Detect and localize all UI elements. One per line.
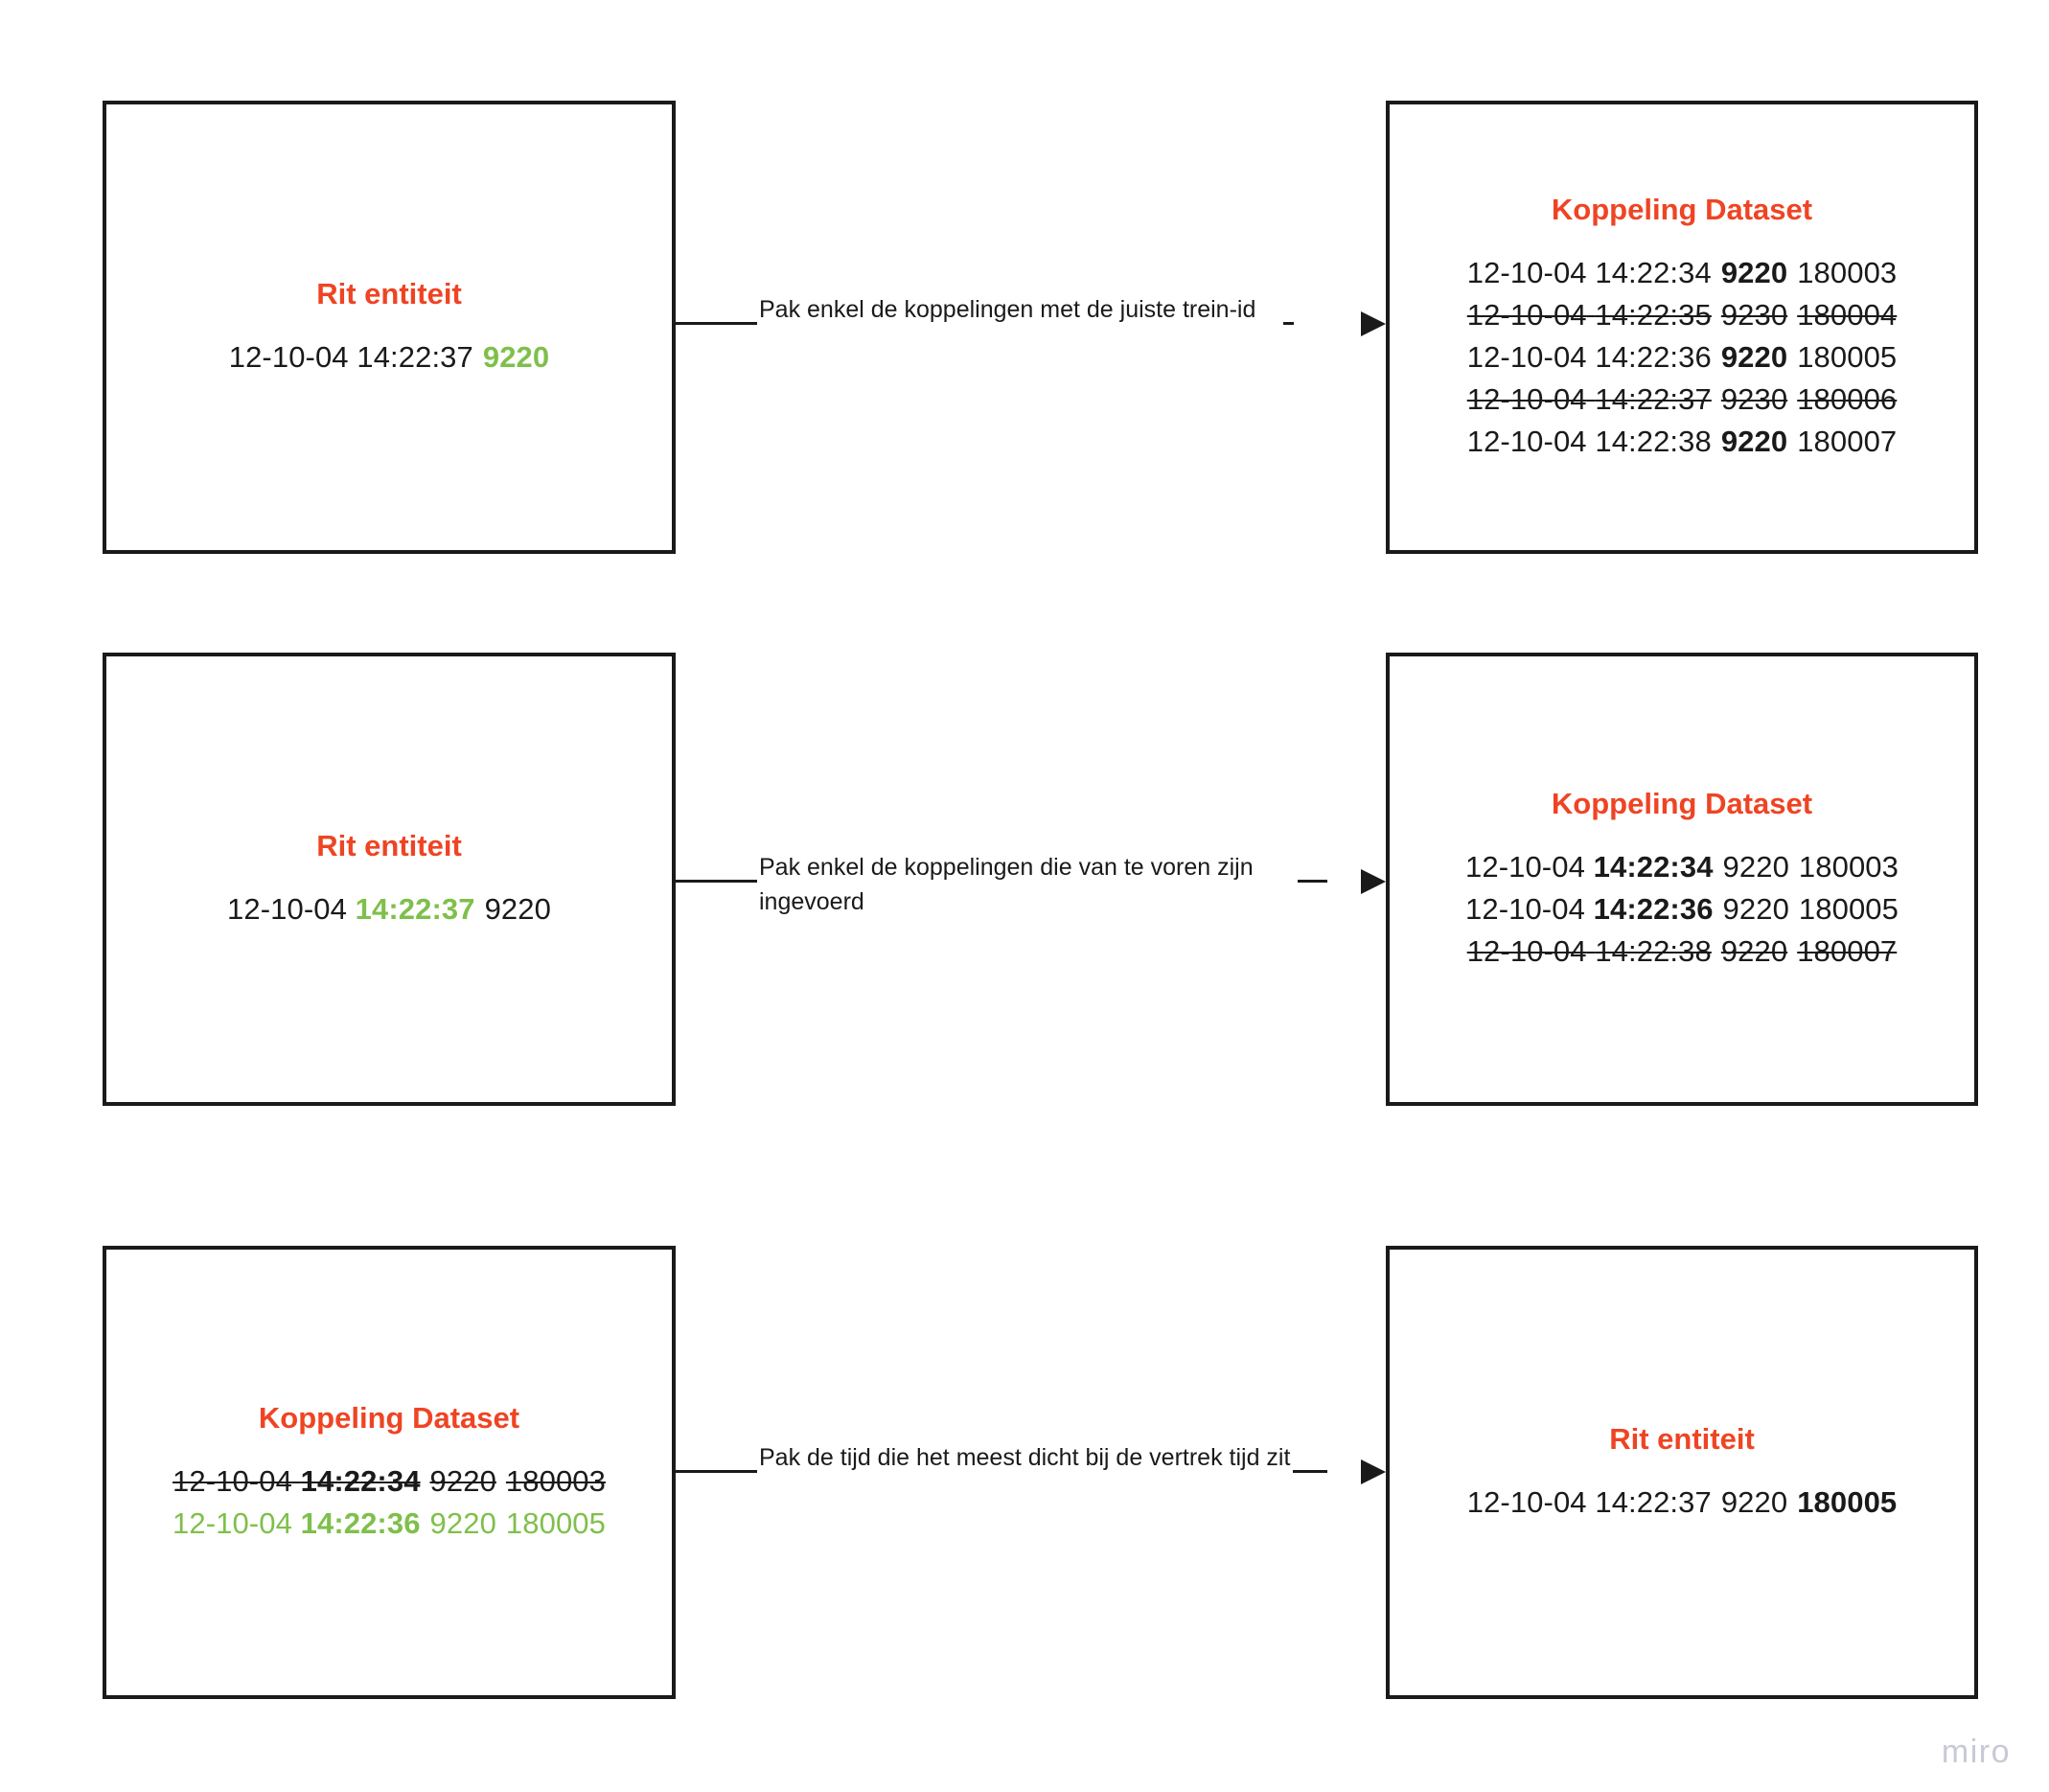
row-1-right-box[interactable]: Koppeling Dataset 12-10-04 14:22:34 9220… bbox=[1386, 101, 1978, 554]
row-2-right-box-records: 12-10-04 14:22:34 9220 180003 12-10-04 14… bbox=[1465, 846, 1899, 973]
record-line: 12-10-04 14:22:36 9220 180005 bbox=[173, 1506, 606, 1541]
record-line: 12-10-04 14:22:37 9230 180006 bbox=[1466, 382, 1898, 417]
row-2-left-box[interactable]: Rit entiteit 12-10-04 14:22:37 9220 bbox=[103, 653, 676, 1106]
record-line: 12-10-04 14:22:37 9220 bbox=[228, 340, 550, 375]
row-3-connector-arrowhead bbox=[1361, 1459, 1386, 1484]
row-1-left-box-title: Rit entiteit bbox=[316, 276, 462, 310]
row-2-connector-label: Pak enkel de koppelingen die van te vore… bbox=[757, 850, 1298, 920]
row-2-left-box-records: 12-10-04 14:22:37 9220 bbox=[227, 888, 551, 930]
record-line: 12-10-04 14:22:36 9220 180005 bbox=[1465, 892, 1899, 927]
row-3-right-box[interactable]: Rit entiteit 12-10-04 14:22:37 9220 1800… bbox=[1386, 1246, 1978, 1699]
record-line: 12-10-04 14:22:37 9220 bbox=[227, 892, 551, 927]
record-line: 12-10-04 14:22:34 9220 180003 bbox=[173, 1464, 606, 1499]
row-2-right-box-title: Koppeling Dataset bbox=[1551, 786, 1813, 820]
row-1-connector-label: Pak enkel de koppelingen met de juiste t… bbox=[757, 292, 1283, 328]
record-line: 12-10-04 14:22:38 9220 180007 bbox=[1466, 934, 1898, 969]
record-line: 12-10-04 14:22:34 9220 180003 bbox=[1466, 256, 1898, 290]
row-1-connector-arrowhead bbox=[1361, 311, 1386, 336]
record-line: 12-10-04 14:22:34 9220 180003 bbox=[1465, 850, 1899, 885]
row-3-connector-label: Pak de tijd die het meest dicht bij de v… bbox=[757, 1440, 1293, 1476]
row-1-right-box-records: 12-10-04 14:22:34 9220 180003 12-10-04 14… bbox=[1467, 252, 1898, 463]
row-1-right-box-title: Koppeling Dataset bbox=[1551, 192, 1813, 226]
miro-watermark: miro bbox=[1941, 1734, 2011, 1770]
row-1-left-box-records: 12-10-04 14:22:37 9220 bbox=[229, 336, 549, 379]
row-3-left-box-title: Koppeling Dataset bbox=[258, 1400, 520, 1435]
row-3-left-box[interactable]: Koppeling Dataset 12-10-04 14:22:34 9220… bbox=[103, 1246, 676, 1699]
row-3-right-box-records: 12-10-04 14:22:37 9220 180005 bbox=[1467, 1482, 1898, 1524]
record-line: 12-10-04 14:22:35 9230 180004 bbox=[1466, 298, 1898, 333]
row-1-left-box[interactable]: Rit entiteit 12-10-04 14:22:37 9220 bbox=[103, 101, 676, 554]
record-line: 12-10-04 14:22:37 9220 180005 bbox=[1466, 1485, 1898, 1520]
row-3-left-box-records: 12-10-04 14:22:34 9220 180003 12-10-04 14… bbox=[173, 1460, 606, 1545]
record-line: 12-10-04 14:22:38 9220 180007 bbox=[1466, 425, 1898, 459]
record-line: 12-10-04 14:22:36 9220 180005 bbox=[1466, 340, 1898, 375]
row-2-left-box-title: Rit entiteit bbox=[316, 828, 462, 862]
row-2-right-box[interactable]: Koppeling Dataset 12-10-04 14:22:34 9220… bbox=[1386, 653, 1978, 1106]
row-3-right-box-title: Rit entiteit bbox=[1609, 1421, 1755, 1456]
row-2-connector-arrowhead bbox=[1361, 869, 1386, 894]
